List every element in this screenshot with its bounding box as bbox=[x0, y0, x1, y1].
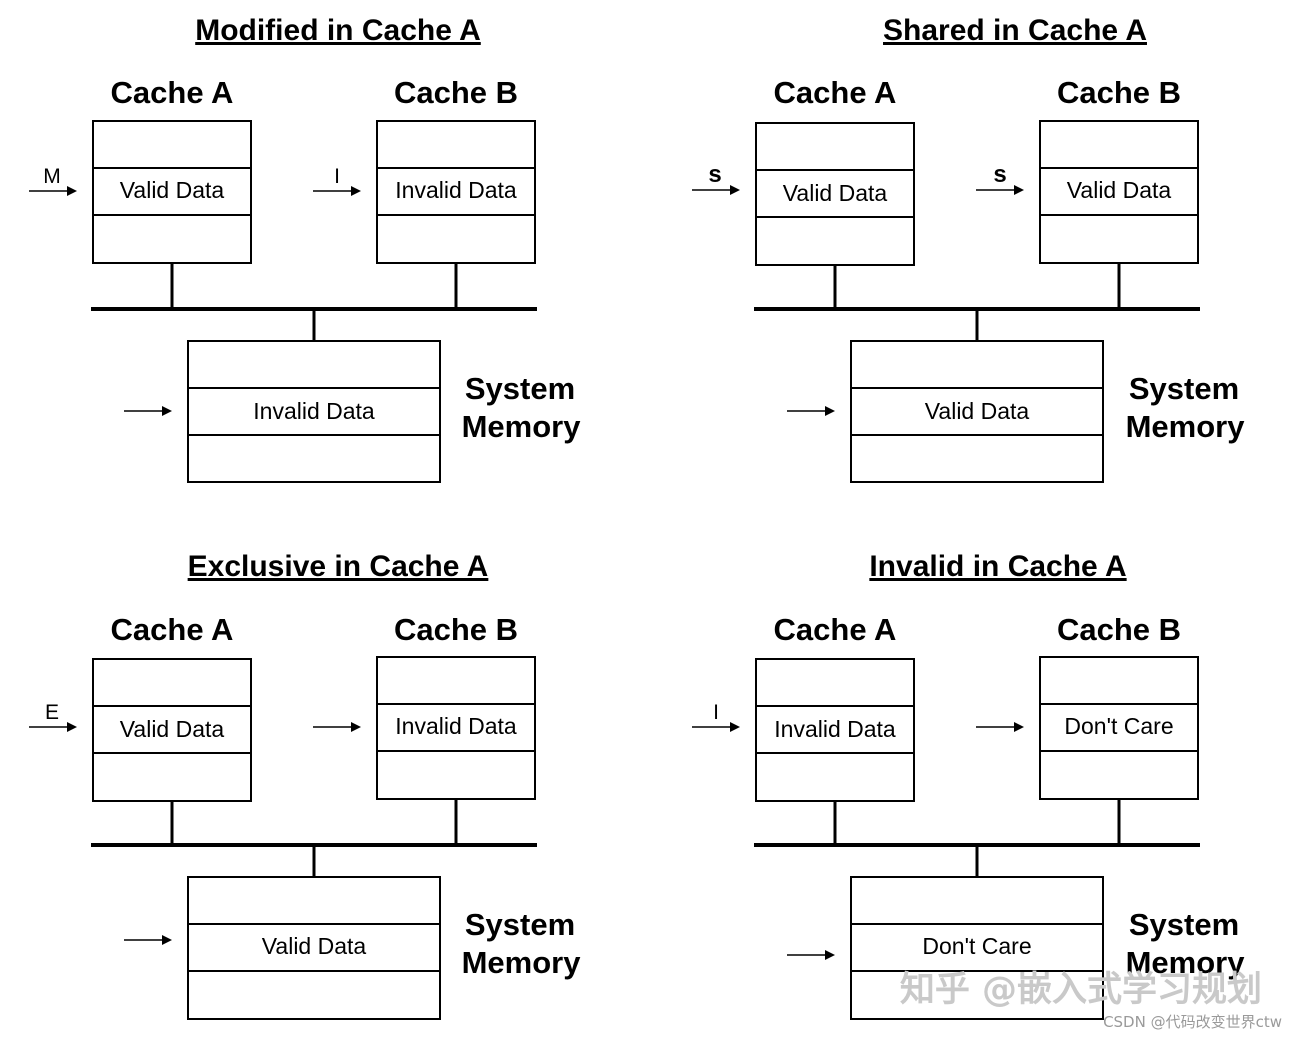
cache-a-data: Valid Data bbox=[783, 180, 888, 206]
memory-data: Valid Data bbox=[925, 398, 1030, 424]
cache-a-data: Invalid Data bbox=[774, 716, 896, 742]
watermark-sub: CSDN @代码改变世界ctw bbox=[1103, 1013, 1282, 1031]
memory-label-line2: Memory bbox=[462, 945, 582, 980]
memory-label-line1: System bbox=[465, 371, 575, 406]
memory-label-line2: Memory bbox=[1126, 945, 1246, 980]
cache-a-box: Valid Data bbox=[755, 122, 915, 266]
cache-a-label: Cache A bbox=[774, 75, 897, 110]
cache-a-label: Cache A bbox=[111, 612, 234, 647]
cache-b-label: Cache B bbox=[1057, 612, 1181, 647]
panel-modified: Modified in Cache A Cache A Cache B Vali… bbox=[28, 14, 582, 483]
memory-data: Don't Care bbox=[922, 933, 1031, 959]
memory-pointer-arrow-icon bbox=[123, 934, 173, 946]
cache-a-state: s bbox=[708, 161, 721, 188]
memory-data: Valid Data bbox=[262, 933, 367, 959]
panel-title: Modified in Cache A bbox=[195, 14, 481, 47]
panel-invalid: Invalid in Cache A Cache A Cache B Inval… bbox=[691, 550, 1246, 1020]
cache-b-data: Don't Care bbox=[1064, 713, 1173, 739]
cache-a-data: Valid Data bbox=[120, 716, 225, 742]
panel-title: Shared in Cache A bbox=[883, 14, 1147, 47]
cache-a-state: E bbox=[45, 701, 59, 724]
memory-pointer-arrow-icon bbox=[786, 405, 836, 417]
cache-b-label: Cache B bbox=[1057, 75, 1181, 110]
panel-title: Invalid in Cache A bbox=[869, 550, 1126, 583]
cache-a-box: Valid Data bbox=[92, 658, 252, 802]
panel-shared: Shared in Cache A Cache A Cache B Valid … bbox=[691, 14, 1246, 483]
cache-a-label: Cache A bbox=[111, 75, 234, 110]
cache-b-pointer-arrow-icon bbox=[975, 721, 1025, 733]
memory-box: Valid Data bbox=[850, 340, 1104, 483]
memory-pointer-arrow-icon bbox=[123, 405, 173, 417]
panel-title: Exclusive in Cache A bbox=[188, 550, 489, 583]
cache-b-box: Invalid Data bbox=[376, 656, 536, 800]
cache-b-box: Invalid Data bbox=[376, 120, 536, 264]
cache-a-box: Valid Data bbox=[92, 120, 252, 264]
panel-exclusive: Exclusive in Cache A Cache A Cache B Val… bbox=[28, 550, 582, 1020]
memory-box: Invalid Data bbox=[187, 340, 441, 483]
cache-b-pointer-arrow-icon bbox=[312, 721, 362, 733]
memory-label-line1: System bbox=[1129, 371, 1239, 406]
memory-box: Valid Data bbox=[187, 876, 441, 1020]
cache-a-state: M bbox=[43, 165, 61, 188]
cache-b-data: Invalid Data bbox=[395, 177, 517, 203]
cache-a-label: Cache A bbox=[774, 612, 897, 647]
memory-label-line1: System bbox=[465, 907, 575, 942]
cache-b-label: Cache B bbox=[394, 612, 518, 647]
cache-b-box: Don't Care bbox=[1039, 656, 1199, 800]
memory-label-line2: Memory bbox=[1126, 409, 1246, 444]
cache-a-box: Invalid Data bbox=[755, 658, 915, 802]
watermark-main: 知乎 @嵌入式学习规划 bbox=[900, 969, 1262, 1010]
memory-box: Don't Care bbox=[850, 876, 1104, 1020]
memory-label-line2: Memory bbox=[462, 409, 582, 444]
cache-b-box: Valid Data bbox=[1039, 120, 1199, 264]
cache-b-state: s bbox=[993, 161, 1006, 188]
memory-data: Invalid Data bbox=[253, 398, 375, 424]
cache-a-state: I bbox=[713, 701, 719, 724]
cache-b-state: I bbox=[334, 165, 340, 188]
memory-pointer-arrow-icon bbox=[786, 949, 836, 961]
cache-b-label: Cache B bbox=[394, 75, 518, 110]
cache-a-data: Valid Data bbox=[120, 177, 225, 203]
cache-b-data: Invalid Data bbox=[395, 713, 517, 739]
memory-label-line1: System bbox=[1129, 907, 1239, 942]
cache-b-data: Valid Data bbox=[1067, 177, 1172, 203]
